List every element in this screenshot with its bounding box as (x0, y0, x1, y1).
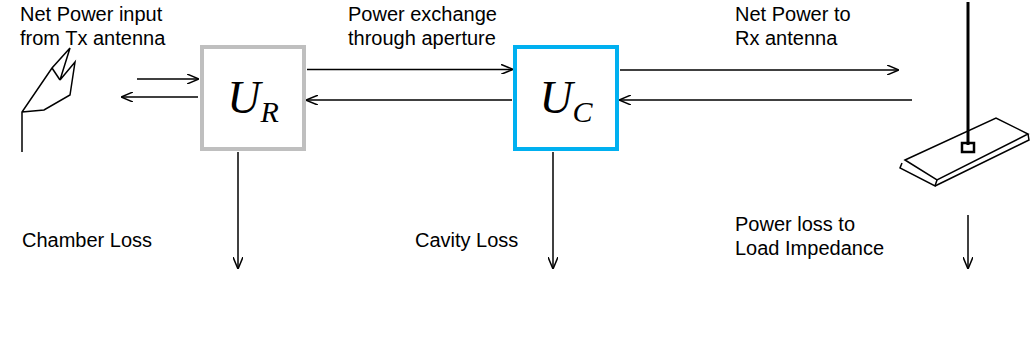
loss-arrow (237, 152, 239, 268)
energy-symbol: U (227, 75, 260, 121)
power-arrow (122, 96, 198, 98)
loss-arrow (552, 152, 554, 268)
energy-subscript: R (260, 97, 278, 127)
annotation-label: Chamber Loss (22, 228, 222, 252)
exchange-arrow (307, 99, 512, 101)
loss-arrow (967, 215, 969, 268)
state-box: UC (513, 45, 619, 151)
annotation-label: Net Power to Rx antenna (735, 2, 867, 50)
annotation-label: Net Power input from Tx antenna (20, 2, 192, 50)
exchange-arrow (307, 69, 512, 71)
horn-antenna (22, 48, 75, 152)
annotation-label: Power exchange through aperture (348, 2, 538, 50)
power-arrow (620, 69, 898, 71)
energy-symbol: U (539, 75, 572, 121)
annotation-label: Power loss to Load Impedance (735, 212, 897, 260)
power-arrow (137, 78, 198, 80)
annotation-label: Cavity Loss (415, 228, 575, 252)
monopole-antenna (900, 2, 1029, 186)
energy-subscript: C (573, 97, 593, 127)
state-box: UR (200, 45, 306, 151)
power-arrow (620, 99, 912, 101)
